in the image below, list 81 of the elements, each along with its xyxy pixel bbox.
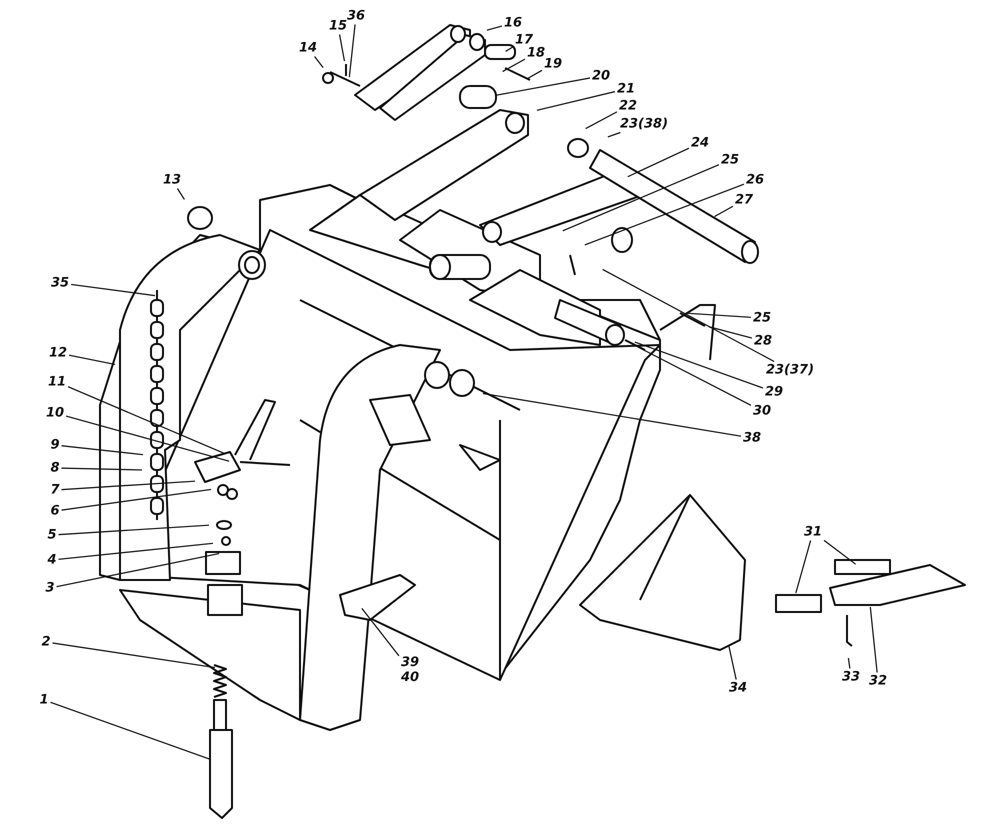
callout-number: 32 [868,674,888,688]
callout-number: 28 [754,334,772,348]
leader-line [176,188,185,200]
callout-number: 3 [45,580,55,596]
leader-line [58,524,210,536]
callout-number: 6 [50,504,60,518]
callout-number: 4 [47,552,57,568]
leader-line [61,480,196,490]
leader-line [61,445,144,456]
leader-line [708,326,752,339]
leader-line [58,542,214,560]
callout-number: 20 [592,68,610,84]
callout-number: 23(38) [620,116,668,132]
callout-number: 2 [41,634,51,650]
callout-number: 31 [804,524,822,540]
leader-line [824,540,856,565]
callout-number: 39 40 [400,655,420,685]
callout-number: 25 [720,152,740,168]
leader-line [686,312,751,318]
leader-line [608,132,621,138]
leader-line [848,658,850,669]
callout-number: 34 [728,680,748,696]
leader-line [482,392,742,437]
leader-line [361,608,400,656]
leader-line [494,77,590,96]
leader-line [314,56,324,68]
callout-number: 25 [752,310,772,326]
callout-number: 11 [48,374,66,390]
callout-number: 13 [162,172,182,188]
leader-line [70,284,156,296]
leader-line [61,488,212,511]
callout-number: 7 [50,482,60,498]
callout-number: 9 [50,438,60,452]
leader-line [638,346,752,406]
callout-number: 18 [526,46,546,60]
leader-line [52,642,216,668]
callout-number: 19 [544,56,562,72]
callout-number: 38 [742,430,762,446]
callout-number: 12 [48,346,68,360]
leader-line [486,25,502,31]
leader-line [714,206,734,218]
leader-line [728,644,737,680]
leader-line [584,184,744,246]
callout-number: 22 [618,98,638,114]
leader-line [627,148,690,178]
callout-number: 15 [328,18,348,34]
callout-number: 10 [46,406,64,420]
leader-line [66,415,230,462]
leader-line [68,354,116,365]
leader-line [527,70,542,80]
callout-number: 8 [50,460,60,476]
callout-number: 33 [842,670,860,684]
callout-number: 14 [298,40,318,56]
leader-line [536,91,616,111]
leader-line [795,540,812,594]
leader-line [348,24,356,78]
leader-line [502,58,526,72]
leader-line [62,468,142,471]
leader-line [562,164,720,232]
callout-number: 24 [690,136,710,150]
callout-number: 27 [734,192,754,208]
callout-number: 5 [47,528,57,542]
leader-line [505,46,514,52]
leader-line [50,702,210,760]
callout-number: 23(37) [766,362,814,378]
callout-number: 1 [39,692,49,708]
callout-number: 21 [616,82,636,96]
leader-line [68,386,226,454]
callout-number: 17 [514,32,534,48]
callout-number: 16 [504,16,522,30]
leader-line [338,34,346,62]
leader-line [585,111,618,130]
callout-number: 35 [50,276,70,290]
leader-line [602,268,774,362]
leader-line [634,341,764,389]
callout-number: 26 [746,172,764,188]
callout-number: 36 [346,8,366,24]
callout-number: 29 [764,384,784,400]
leader-line [870,606,878,673]
callout-number: 30 [752,404,772,418]
leader-line [56,553,220,588]
